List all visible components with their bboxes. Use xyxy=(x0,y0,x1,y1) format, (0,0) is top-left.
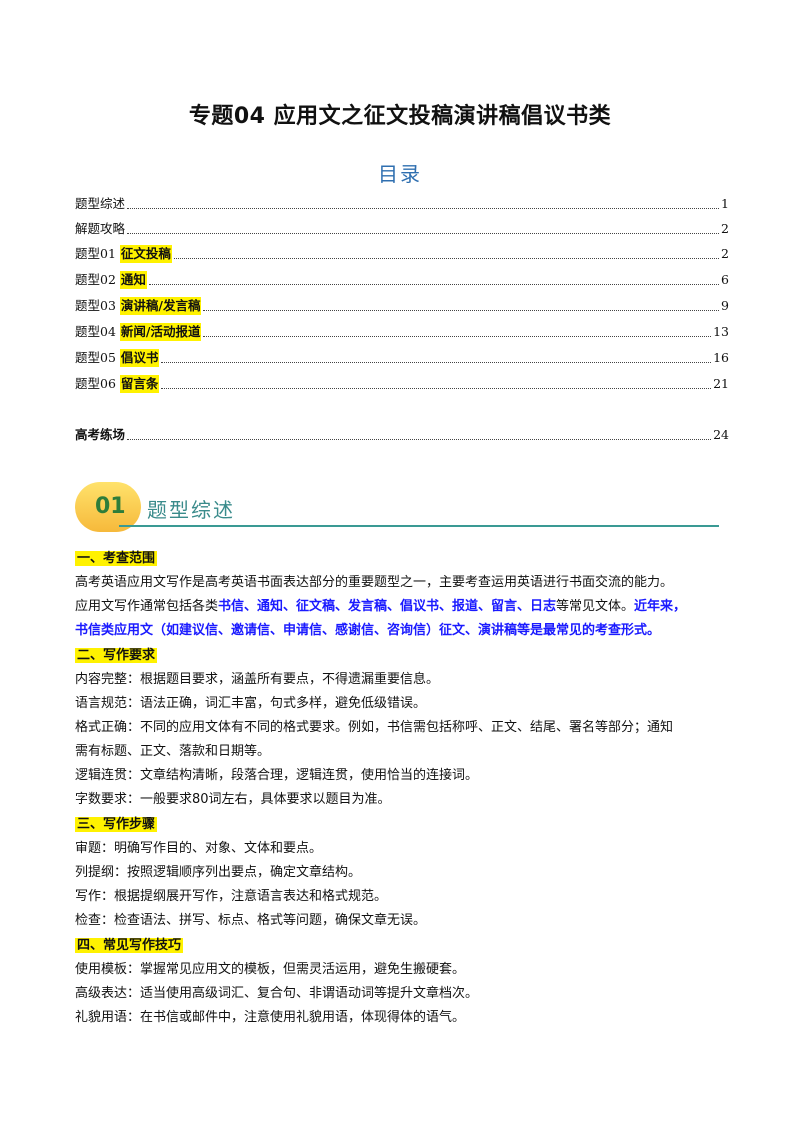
list-item: 逻辑连贯：文章结构清晰，段落合理，逻辑连贯，使用恰当的连接词。 xyxy=(75,768,479,783)
list-item: 需有标题、正文、落款和日期等。 xyxy=(75,744,271,759)
paragraph: 高考英语应用文写作是高考英语书面表达部分的重要题型之一，主要考查运用英语进行书面… xyxy=(75,575,674,590)
banner-badge xyxy=(75,482,141,532)
banner-title: 题型综述 xyxy=(147,498,235,522)
document-title: 专题04 应用文之征文投稿演讲稿倡议书类 xyxy=(188,104,612,129)
toc-heading: 目录 xyxy=(378,162,422,186)
list-item: 内容完整：根据题目要求，涵盖所有要点，不得遗漏重要信息。 xyxy=(75,672,440,687)
list-item: 礼貌用语：在书信或邮件中，注意使用礼貌用语，体现得体的语气。 xyxy=(75,1010,466,1025)
section-heading: 一、考查范围 xyxy=(75,551,158,566)
section-heading: 三、写作步骤 xyxy=(75,817,158,832)
list-item: 审题：明确写作目的、对象、文体和要点。 xyxy=(75,841,323,856)
list-item: 检查：检查语法、拼写、标点、格式等问题，确保文章无误。 xyxy=(75,913,427,928)
banner-number: 01 xyxy=(95,494,126,519)
paragraph: 书信类应用文（如建议信、邀请信、申请信、感谢信、咨询信）征文、演讲稿等是最常见的… xyxy=(75,623,661,638)
paragraph: 应用文写作通常包括各类书信、通知、征文稿、发言稿、倡议书、报道、留言、日志等常见… xyxy=(75,599,687,614)
list-item: 格式正确：不同的应用文体有不同的格式要求。例如，书信需包括称呼、正文、结尾、署名… xyxy=(75,720,674,735)
section-heading: 二、写作要求 xyxy=(75,648,158,663)
list-item: 列提纲：按照逻辑顺序列出要点，确定文章结构。 xyxy=(75,865,362,880)
section-banner: 01 题型综述 xyxy=(75,482,720,532)
list-item: 高级表达：适当使用高级词汇、复合句、非谓语动词等提升文章档次。 xyxy=(75,986,479,1001)
banner-underline xyxy=(119,525,719,527)
list-item: 语言规范：语法正确，词汇丰富，句式多样，避免低级错误。 xyxy=(75,696,427,711)
list-item: 使用模板：掌握常见应用文的模板，但需灵活运用，避免生搬硬套。 xyxy=(75,962,466,977)
list-item: 字数要求：一般要求80词左右，具体要求以题目为准。 xyxy=(75,792,391,807)
section-heading: 四、常见写作技巧 xyxy=(75,938,184,953)
list-item: 写作：根据提纲展开写作，注意语言表达和格式规范。 xyxy=(75,889,388,904)
